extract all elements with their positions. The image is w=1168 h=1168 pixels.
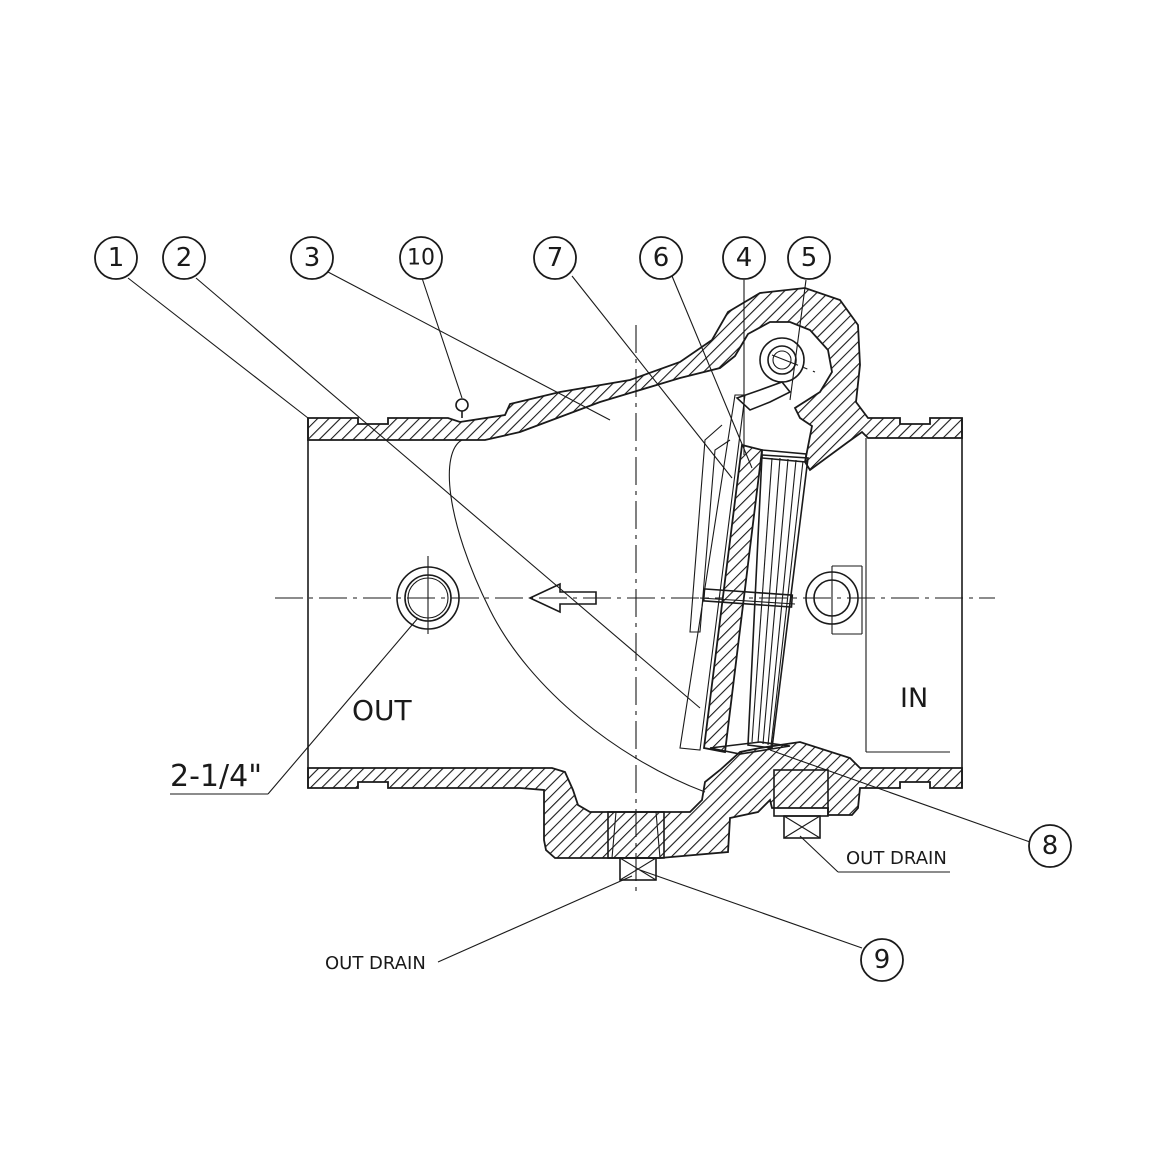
- centre-lines: [275, 325, 995, 895]
- flow-direction-arrow: [528, 582, 597, 614]
- valve-body: [307, 287, 963, 859]
- drain-label-upper: OUT DRAIN: [846, 848, 947, 869]
- leader-lines: [127, 271, 1031, 963]
- svg-text:2: 2: [176, 243, 193, 273]
- svg-text:4: 4: [736, 243, 753, 273]
- grease-fitting: [455, 398, 469, 418]
- callout-9: 9: [860, 938, 904, 982]
- callout-4: 4: [722, 236, 766, 280]
- outlet-label: OUT: [352, 694, 413, 727]
- callout-7: 7: [533, 236, 577, 280]
- disc-assembly: [679, 381, 809, 755]
- svg-text:10: 10: [407, 246, 435, 271]
- callout-6: 6: [639, 236, 683, 280]
- svg-text:1: 1: [108, 243, 125, 273]
- disc: [703, 443, 763, 754]
- seat-curve: [448, 439, 706, 793]
- svg-text:3: 3: [304, 243, 321, 273]
- hinge-pin: [759, 337, 805, 383]
- body-bottom-wall: [307, 741, 963, 859]
- outlet-port: [396, 556, 460, 634]
- drain-plug-bottom: [607, 811, 665, 881]
- drain-label-lower: OUT DRAIN: [325, 953, 426, 974]
- callout-1: 1: [94, 236, 138, 280]
- callout-3: 3: [290, 236, 334, 280]
- svg-text:6: 6: [653, 243, 670, 273]
- callout-10: 10: [399, 236, 443, 280]
- svg-text:9: 9: [874, 945, 891, 975]
- svg-text:5: 5: [801, 243, 818, 273]
- inlet-port: [805, 566, 859, 634]
- inlet-label: IN: [900, 683, 928, 714]
- dimension-label: 2-1/4": [170, 759, 262, 794]
- callout-8: 8: [1028, 824, 1072, 868]
- svg-text:8: 8: [1042, 831, 1059, 861]
- callout-5: 5: [787, 236, 831, 280]
- callout-2: 2: [162, 236, 206, 280]
- svg-text:7: 7: [547, 243, 564, 273]
- bore-outline: [307, 418, 963, 788]
- body-top-wall: [307, 287, 963, 472]
